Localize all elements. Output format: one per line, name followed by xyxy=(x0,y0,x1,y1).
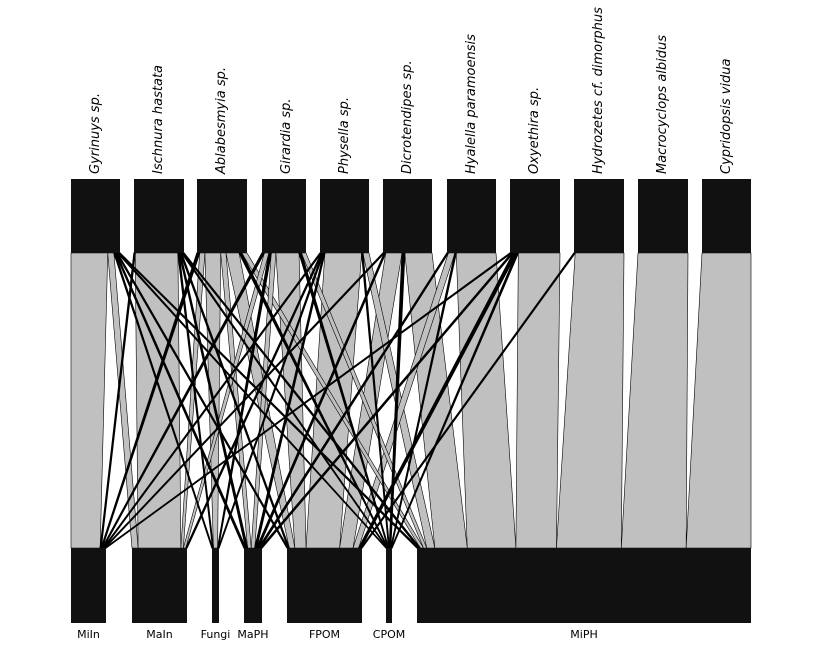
link-hya-miph xyxy=(455,252,517,549)
consumer-label-dic: Dicrotendipes sp. xyxy=(400,60,415,174)
resource-box-fpom xyxy=(287,548,362,623)
resource-box-maln xyxy=(132,548,187,623)
consumer-box-gir xyxy=(262,179,306,253)
consumer-label-isc: Ischnura hastata xyxy=(151,65,166,174)
consumer-box-dic xyxy=(383,179,432,253)
resource-label-fungi: Fungi xyxy=(201,628,231,641)
resource-box-miph xyxy=(417,548,751,623)
consumer-box-gyr xyxy=(71,179,120,253)
consumer-label-gyr: Gyrinuys sp. xyxy=(88,93,103,174)
resource-box-miln xyxy=(71,548,106,623)
trophic-links xyxy=(70,252,752,549)
consumer-label-cyp: Cypridopsis vidua xyxy=(719,58,734,174)
consumer-box-hyd xyxy=(574,179,624,253)
link-mac-miph xyxy=(620,252,689,549)
consumer-label-hya: Hyalella paramoensis xyxy=(464,34,479,174)
consumer-label-oxy: Oxyethira sp. xyxy=(527,87,542,174)
consumer-box-cyp xyxy=(702,179,751,253)
consumer-label-hyd: Hydrozetes cf. dimorphus xyxy=(591,7,606,174)
consumer-box-hya xyxy=(447,179,496,253)
resource-label-fpom: FPOM xyxy=(309,628,340,641)
resource-label-cpom: CPOM xyxy=(373,628,405,641)
resource-label-maph: MaPH xyxy=(237,628,268,641)
link-gyr-maln xyxy=(107,252,139,549)
labels: Gyrinuys sp. Ischnura hastata Ablabesmyia … xyxy=(77,7,734,641)
consumer-box-phy xyxy=(320,179,369,253)
consumer-label-phy: Physella sp. xyxy=(337,97,352,174)
link-hyd-miph xyxy=(556,252,625,549)
consumer-box-mac xyxy=(638,179,688,253)
resource-boxes xyxy=(71,548,751,623)
resource-label-miph: MiPH xyxy=(570,628,597,641)
link-gyr-miln xyxy=(70,252,109,549)
consumer-box-oxy xyxy=(510,179,560,253)
consumer-box-abl xyxy=(197,179,247,253)
link-oxy-miph xyxy=(515,252,561,549)
consumer-box-isc xyxy=(134,179,184,253)
link-cyp-miph xyxy=(685,252,752,549)
resource-label-miln: MiIn xyxy=(77,628,100,641)
resource-box-cpom xyxy=(386,548,392,623)
resource-label-maln: MaIn xyxy=(146,628,172,641)
resource-box-fungi xyxy=(212,548,219,623)
consumer-label-abl: Ablabesmyia sp. xyxy=(214,67,229,175)
consumer-boxes xyxy=(71,179,751,253)
consumer-label-mac: Macrocyclops albidus xyxy=(655,35,670,174)
consumer-label-gir: Girardia sp. xyxy=(279,99,294,174)
resource-box-maph xyxy=(244,548,262,623)
